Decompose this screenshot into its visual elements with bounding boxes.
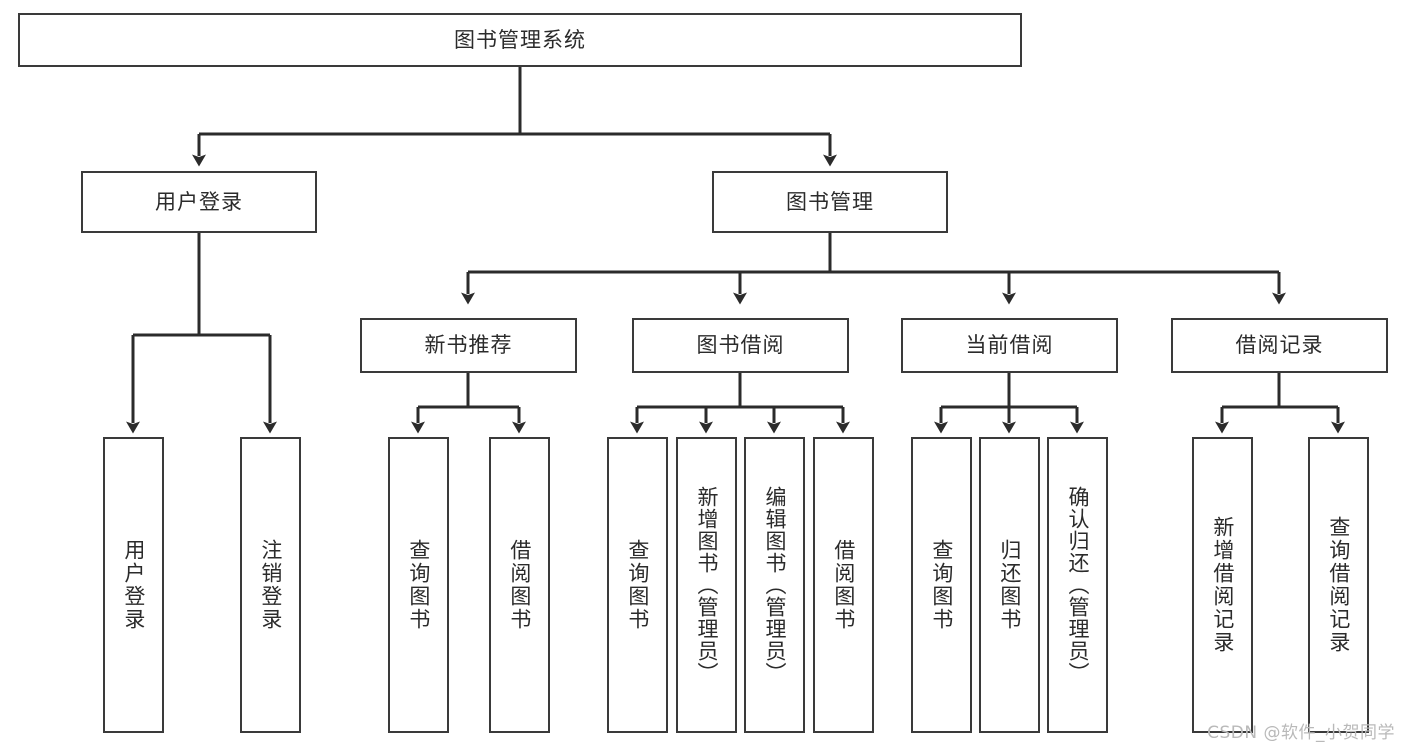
leaf-label: 归还图书 [997,539,1022,631]
node-new-book-recommend[interactable]: 新书推荐 [360,318,577,373]
leaf-label: 借阅图书 [507,539,532,631]
node-current-borrow-label: 当前借阅 [965,333,1054,358]
leaf-label: 查询图书 [406,539,431,631]
node-current-borrow[interactable]: 当前借阅 [901,318,1118,373]
node-user-login[interactable]: 用户登录 [81,171,317,233]
leaf-label: 新增借阅记录 [1210,516,1235,654]
node-book-borrow-label: 图书借阅 [696,333,785,358]
leaf-book-borrow-borrow[interactable]: 借阅图书 [813,437,874,733]
leaf-label: 查询图书 [625,539,650,631]
leaf-book-borrow-query[interactable]: 查询图书 [607,437,668,733]
node-user-login-label: 用户登录 [155,189,243,214]
leaf-new-book-borrow[interactable]: 借阅图书 [489,437,550,733]
leaf-borrow-record-query[interactable]: 查询借阅记录 [1308,437,1369,733]
node-root[interactable]: 图书管理系统 [18,13,1022,67]
leaf-label: 新增图书（管理员） [695,486,720,684]
leaf-label: 查询图书 [929,539,954,631]
node-root-label: 图书管理系统 [454,27,586,52]
node-book-management-label: 图书管理 [786,189,874,214]
leaf-label: 注销登录 [258,539,283,631]
leaf-current-borrow-return[interactable]: 归还图书 [979,437,1040,733]
leaf-user-login-login[interactable]: 用户登录 [103,437,164,733]
leaf-book-borrow-add[interactable]: 新增图书（管理员） [676,437,737,733]
leaf-book-borrow-edit[interactable]: 编辑图书（管理员） [744,437,805,733]
leaf-current-borrow-confirm[interactable]: 确认归还（管理员） [1047,437,1108,733]
node-new-book-recommend-label: 新书推荐 [424,333,513,358]
leaf-current-borrow-query[interactable]: 查询图书 [911,437,972,733]
node-book-borrow[interactable]: 图书借阅 [632,318,849,373]
leaf-label: 确认归还（管理员） [1066,486,1091,684]
node-book-management[interactable]: 图书管理 [712,171,948,233]
leaf-borrow-record-add[interactable]: 新增借阅记录 [1192,437,1253,733]
leaf-label: 查询借阅记录 [1326,516,1351,654]
leaf-new-book-query[interactable]: 查询图书 [388,437,449,733]
leaf-user-login-logout[interactable]: 注销登录 [240,437,301,733]
leaf-label: 借阅图书 [831,539,856,631]
node-borrow-record[interactable]: 借阅记录 [1171,318,1388,373]
leaf-label: 用户登录 [121,539,146,631]
leaf-label: 编辑图书（管理员） [763,486,788,684]
node-borrow-record-label: 借阅记录 [1235,333,1324,358]
